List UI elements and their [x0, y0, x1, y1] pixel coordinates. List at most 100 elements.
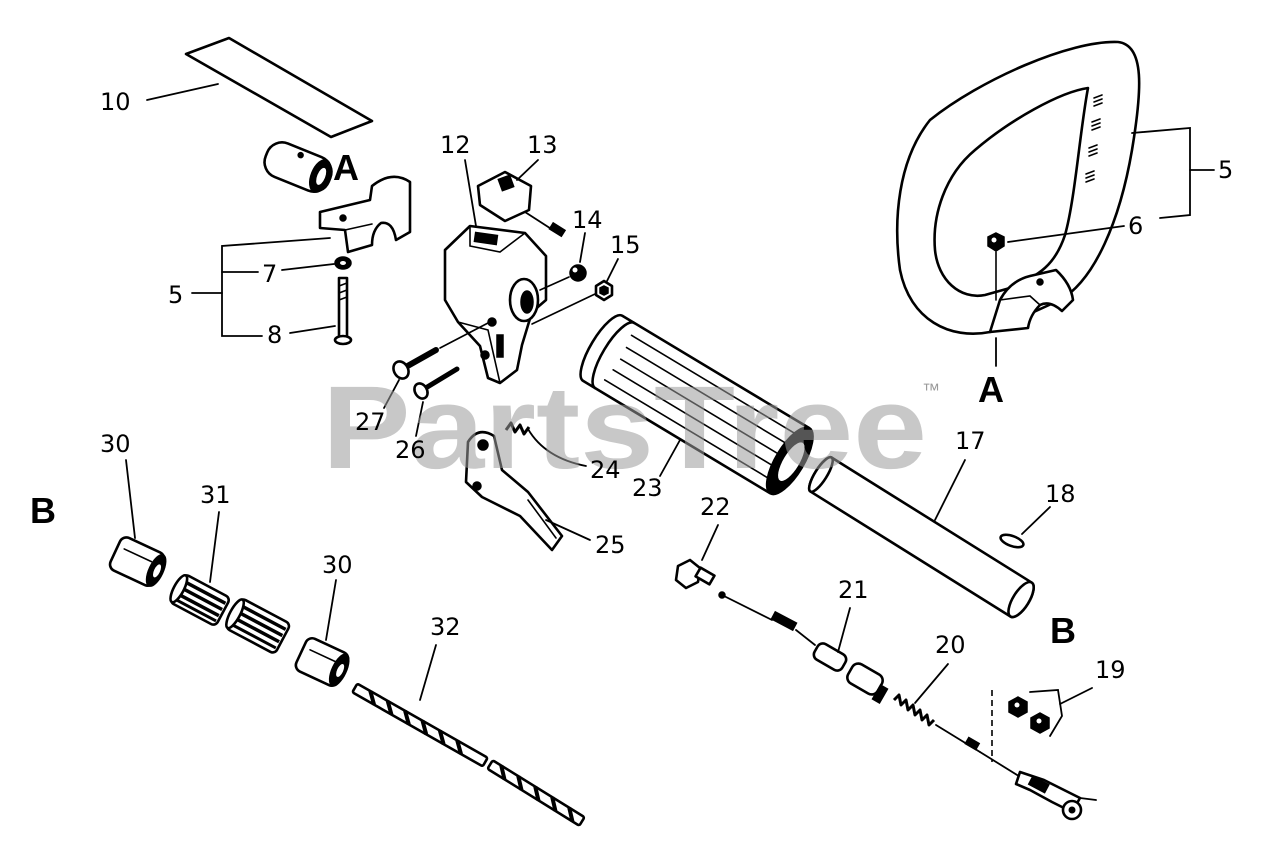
coupler-bore: [153, 564, 162, 578]
part-30-coupler-top: [108, 536, 167, 588]
label-part-10: 10: [100, 88, 131, 116]
spline-ridge: [182, 579, 227, 605]
cable-terminal-crimp: [1027, 775, 1050, 794]
bolt-thread: [338, 289, 348, 294]
label-part-15: 15: [610, 231, 641, 259]
washer-hole: [340, 261, 346, 265]
spline-ridge: [178, 585, 223, 612]
clamp-bolt-hole: [339, 214, 347, 222]
label-part-27: 27: [355, 408, 386, 436]
watermark-text: PartsTree: [322, 362, 927, 494]
part-21-ferrule: [812, 607, 889, 704]
label-ref-B-left: B: [30, 490, 56, 531]
leader-12: [464, 159, 477, 227]
cable-ball-end: [718, 591, 726, 599]
grip-bore: [778, 442, 805, 481]
spline-ridge: [238, 603, 287, 631]
part-7-washer: [334, 256, 352, 270]
label-part-30-bottom: 30: [322, 551, 353, 579]
ferrule-small: [812, 642, 848, 672]
part-14-nut: [539, 232, 587, 291]
bracket-5-left: [191, 237, 336, 337]
label-part-20: 20: [935, 631, 966, 659]
part-31-spline-a: [169, 573, 231, 626]
nut-14-body: [569, 264, 587, 282]
cable-terminal-eyelet-hole: [1068, 806, 1076, 814]
sleeve-part: [263, 141, 333, 193]
sleeve-bore: [316, 167, 327, 185]
leader-7-b: [281, 263, 335, 271]
leader-15: [606, 258, 619, 282]
label-part-21: 21: [838, 576, 869, 604]
bolt-thread: [338, 282, 348, 287]
leader-14: [579, 232, 586, 263]
trigger-pin: [472, 481, 482, 491]
assembly-line-15: [531, 293, 596, 325]
part-31-spline-b: [225, 598, 291, 654]
clamp-edge: [344, 223, 373, 231]
part-12-throttle-housing: [443, 159, 548, 385]
coupler-bore: [336, 663, 345, 677]
part-30-coupler-bottom: [294, 636, 350, 688]
spline-ridge: [172, 597, 217, 623]
part-26-screw: [413, 366, 460, 437]
part-13-switch: [476, 159, 567, 238]
part-27-screw: [383, 322, 489, 409]
part-20-cable-spring: [892, 663, 981, 753]
part-23-grip: [579, 313, 814, 496]
label-ref-A-left: A: [333, 147, 359, 188]
bracket-line: [221, 237, 331, 337]
assembly-line-14: [539, 276, 570, 291]
part-24-spring: [504, 421, 587, 467]
label-part-12: 12: [440, 131, 471, 159]
coupler-flat: [309, 649, 337, 663]
part-8-bolt: [333, 276, 353, 346]
housing-pivot: [487, 317, 497, 327]
leader-23: [659, 439, 681, 477]
bolt-22-head: [674, 558, 702, 590]
part-22-bolt: [674, 524, 719, 590]
upper-clamp-half: [318, 175, 412, 254]
housing-detail: [496, 334, 504, 358]
spline-ridge: [235, 609, 284, 638]
grip-rib: [619, 358, 784, 458]
nut-14-highlight: [572, 267, 578, 273]
housing-side: [469, 225, 526, 253]
housing-body: [443, 224, 548, 385]
part-18-pin: [999, 506, 1051, 549]
leader-19: [1059, 687, 1093, 705]
loop-inner: [933, 86, 1090, 298]
housing-slot: [473, 231, 499, 246]
label-part-5-left: 5: [168, 281, 183, 309]
clamp-body: [318, 175, 412, 254]
leader-31: [209, 511, 220, 583]
leader-13: [516, 159, 539, 181]
label-part-24: 24: [590, 456, 621, 484]
part-25-trigger: [464, 430, 591, 552]
leader-17: [934, 459, 966, 521]
lower-clamp-hole: [1036, 278, 1044, 286]
label-ref-A-right: A: [978, 369, 1004, 410]
label-part-19: 19: [1095, 656, 1126, 684]
label-part-6: 6: [1128, 212, 1143, 240]
label-part-18: 18: [1045, 480, 1076, 508]
coupler-flat: [123, 548, 153, 563]
label-part-31: 31: [200, 481, 231, 509]
lower-clamp-half: [988, 268, 1075, 367]
bracket-line-right: [1131, 127, 1191, 219]
bolt-shaft: [337, 276, 349, 340]
leader-22: [701, 524, 719, 561]
nut-6-body: [987, 232, 1005, 252]
nut-15-face: [599, 285, 609, 296]
screw-27-shaft: [401, 347, 439, 371]
part-6-nut: [987, 225, 1125, 301]
cable-sleeve: [770, 610, 798, 632]
cable-end-terminal: [979, 690, 1097, 821]
spline-ridge: [175, 591, 220, 618]
leader-21: [837, 607, 851, 653]
part-32-drive-shaft-b: [486, 759, 586, 827]
part-15-hex-nut: [531, 258, 619, 325]
leader-32: [419, 644, 437, 701]
housing-tube-bore: [520, 290, 534, 314]
tube-right-end: [1007, 580, 1035, 619]
